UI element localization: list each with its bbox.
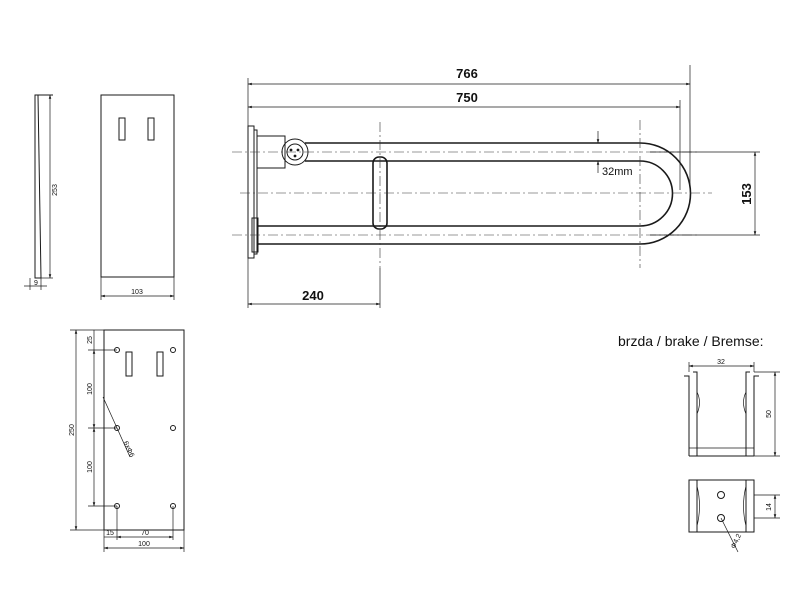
- brake-height-label: 50: [766, 410, 773, 418]
- plate-hole-label: 6xΦ6: [122, 440, 136, 458]
- plate-width-label: 100: [138, 541, 150, 548]
- side-height-label: 253: [52, 184, 59, 196]
- wall-plate-side-view: [24, 94, 53, 290]
- brake-side-view: [684, 362, 780, 457]
- brake-front-view: [688, 479, 780, 553]
- tube-diameter-label: 32mm: [602, 166, 633, 178]
- brake-title: brzda / brake / Bremse:: [618, 333, 764, 349]
- plate-hole-spacing-label: 70: [141, 530, 149, 537]
- plate-total-height-label: 250: [69, 424, 76, 436]
- plate-top-offset-label: 25: [87, 336, 94, 344]
- brake-hole-label: Φ4,2: [730, 533, 743, 550]
- wall-plate-front-view: [100, 94, 175, 300]
- front-width-label: 103: [131, 289, 143, 296]
- plate-spacing-2-label: 100: [87, 461, 94, 473]
- brake-hole-offset-label: 14: [766, 503, 773, 511]
- bar-height-label: 153: [739, 183, 754, 205]
- plate-edge-offset-label: 15: [106, 530, 114, 537]
- grip-position-label: 240: [302, 288, 324, 303]
- side-thickness-label: 9: [34, 280, 38, 287]
- mounting-plate-view: [70, 329, 185, 552]
- plate-spacing-1-label: 100: [87, 383, 94, 395]
- total-length-label: 766: [456, 66, 478, 81]
- brake-width-label: 32: [717, 359, 725, 366]
- inner-length-label: 750: [456, 90, 478, 105]
- grab-bar-top-view: [232, 65, 760, 308]
